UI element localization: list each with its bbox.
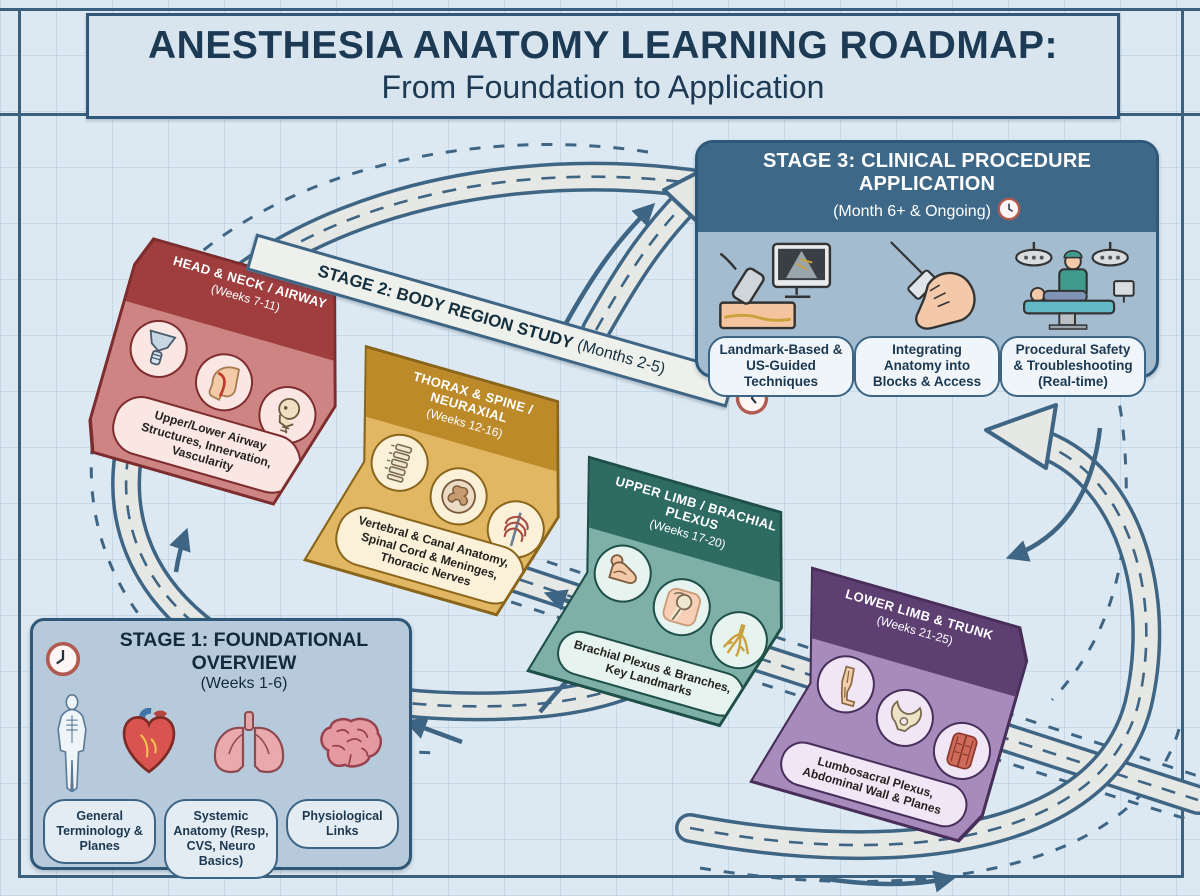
stage1-topics: General Terminology & Planes Systemic An…	[33, 797, 409, 879]
stage2-segment-lower-limb: LOWER LIMB & TRUNK (Weeks 21-25) Lumbosa…	[749, 566, 1037, 847]
arrow-right-down	[1005, 427, 1103, 562]
ultrasound-icon	[717, 238, 845, 330]
stage3-subtitle: (Month 6+ & Ongoing)	[702, 197, 1152, 226]
heart-icon	[116, 707, 182, 783]
ribcage-icon	[480, 494, 552, 566]
larynx-icon	[123, 313, 195, 385]
stage1-topic: General Terminology & Planes	[43, 799, 157, 864]
arrow-left-dashed	[169, 527, 191, 573]
arrow-stage3-side	[558, 202, 656, 336]
spinal-cord-section-icon	[423, 460, 495, 532]
stage1-title: STAGE 1: FOUNDATIONAL OVERVIEW	[119, 629, 369, 674]
stage2-segment-upper-limb: UPPER LIMB / BRACHIAL PLEXUS (Weeks 17-2…	[526, 455, 814, 736]
stage1-box: STAGE 1: FOUNDATIONAL OVERVIEW (Weeks 1-…	[30, 618, 412, 879]
stage3-title: STAGE 3: CLINICAL PROCEDURE APPLICATION	[762, 150, 1092, 195]
road-arrowhead-uturn	[984, 403, 1058, 470]
stage3-header: STAGE 3: CLINICAL PROCEDURE APPLICATION …	[698, 143, 1156, 232]
skull-cervical-spine-icon	[252, 379, 324, 451]
top-rule	[0, 8, 1200, 11]
segment-body: LOWER LIMB & TRUNK (Weeks 21-25) Lumbosa…	[753, 570, 1033, 844]
dashed-road-edge-2	[432, 522, 1199, 778]
stage3-col-operating-room: Procedural Safety & Troubleshooting (Rea…	[1000, 238, 1146, 397]
pelvis-icon	[869, 682, 941, 754]
vertebral-column-icon	[364, 427, 436, 499]
stage1-subtitle: (Weeks 1-6)	[200, 675, 288, 692]
arrow-bottom-right	[819, 870, 957, 893]
stage3-topic: Procedural Safety & Troubleshooting (Rea…	[1000, 336, 1146, 397]
title-banner: ANESTHESIA ANATOMY LEARNING ROADMAP: Fro…	[86, 13, 1120, 119]
stage3-col-needle: Integrating Anatomy into Blocks & Access	[854, 238, 1000, 397]
stage3-col-ultrasound: Landmark-Based & US-Guided Techniques	[708, 238, 854, 397]
stage3-columns: Landmark-Based & US-Guided Techniques In…	[698, 232, 1156, 397]
stage3-topic: Landmark-Based & US-Guided Techniques	[708, 336, 854, 397]
page-title: ANESTHESIA ANATOMY LEARNING ROADMAP:	[148, 24, 1058, 68]
stage3-subtitle-text: (Month 6+ & Ongoing)	[833, 202, 991, 220]
stage1-header: STAGE 1: FOUNDATIONAL OVERVIEW (Weeks 1-…	[33, 621, 409, 693]
hand-with-needle-icon	[872, 238, 982, 330]
nerve-plexus-icon	[703, 604, 775, 676]
stage1-topic: Systemic Anatomy (Resp, CVS, Neuro Basic…	[164, 799, 278, 879]
segment-body: HEAD & NECK / AIRWAY (Weeks 7-11) Upper/…	[83, 238, 363, 512]
stage1-topic: Physiological Links	[285, 799, 399, 849]
human-body-icon	[55, 693, 89, 797]
arrow-band-bottom-2	[403, 717, 463, 745]
clock-icon	[45, 641, 81, 682]
abdominal-wall-icon	[926, 715, 998, 787]
stage2-segment-thorax-spine: THORAX & SPINE / NEURAXIAL (Weeks 12-16)…	[303, 345, 591, 626]
lungs-icon	[210, 710, 288, 781]
flexed-arm-icon	[587, 538, 659, 610]
brain-icon	[315, 713, 387, 778]
stage2-segment-head-neck: HEAD & NECK / AIRWAY (Weeks 7-11) Upper/…	[80, 234, 368, 515]
airway-head-icon	[188, 346, 260, 418]
stage3-box: STAGE 3: CLINICAL PROCEDURE APPLICATION …	[695, 140, 1159, 397]
segment-body: UPPER LIMB / BRACHIAL PLEXUS (Weeks 17-2…	[530, 459, 810, 733]
page-subtitle: From Foundation to Application	[381, 68, 825, 105]
shoulder-joint-icon	[646, 571, 718, 643]
clock-icon	[997, 197, 1021, 226]
stage1-icons	[33, 693, 409, 797]
operating-room-icon	[1007, 238, 1139, 330]
segment-body: THORAX & SPINE / NEURAXIAL (Weeks 12-16)…	[307, 348, 587, 622]
leg-icon	[810, 648, 882, 720]
stage3-topic: Integrating Anatomy into Blocks & Access	[854, 336, 1000, 397]
